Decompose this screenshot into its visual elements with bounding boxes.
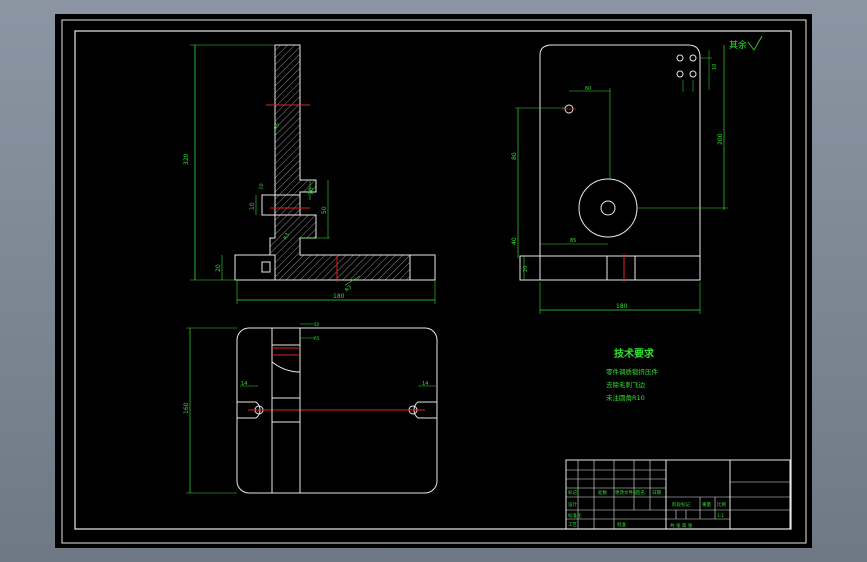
tb-label-date: 日期 [652,490,661,496]
bore-inner [600,200,616,216]
dim-right-main-label: 200 [717,133,724,145]
dim-base-label: 20 [215,264,222,272]
dim-radius2-label: R3 [283,232,292,241]
pin-hole-3 [676,70,684,78]
dim-height-label: 320 [183,153,190,165]
dim-top-small-label-2: R5 [314,336,320,341]
outer-border [61,19,807,544]
inner-border [74,30,792,530]
pin-hole-2 [689,54,697,62]
title-block: 标记 处数 更改文件号 签名 日期 设计 标准化 工艺 批准 阶段标记 重量 比… [565,459,791,530]
dim-slot-h-label: 50 [321,206,328,214]
chamfer-label: R3 [344,284,353,293]
dim-side-small: 10 [258,183,265,190]
tb-label-sign: 签名 [636,489,645,496]
tb-standard: 标准化 [568,512,582,519]
tb-stage: 阶段标记 [672,501,690,508]
dim-right-slot-label: 14 [422,381,428,387]
tech-line-3: 未注圆角R10 [606,393,645,402]
dim-left-slot-label: 14 [241,381,247,387]
dim-center-x-label: 85 [570,238,576,244]
dim-radius1-label: R5 [273,122,281,130]
side-base-notch [606,255,636,281]
dim-slot-label: 10 [249,202,256,210]
top-outline [236,327,438,494]
tb-label-count: 处数 [598,489,607,496]
dim-right-base-small: 20 [523,266,529,272]
top-center-block [271,397,301,423]
dim-right-base-label: 40 [511,237,518,245]
dim-width-label: 180 [333,293,345,300]
tb-process: 工艺 [568,522,577,528]
tb-label-change: 更改文件号 [615,489,638,496]
leader-chamfer [344,275,361,286]
pin-hole-1 [676,54,684,62]
dim-pin-label: 10 [712,64,718,70]
top-view: 160 14 14 10 R5 [183,322,438,494]
tech-requirements: 技术要求 零件调质锻挤压件 去除毛刺飞边 未注圆角R10 [606,347,659,402]
tech-line-2: 去除毛刺飞边 [606,380,646,389]
dim-side-label: 70 [308,187,315,195]
dim-right-height-label: 80 [511,152,518,160]
pin-hole-4 [689,70,697,78]
tech-line-1: 零件调质锻挤压件 [606,367,659,376]
tb-sheets: 共 张 第 张 [670,522,693,529]
dim-top-height-label: 160 [183,402,190,414]
tb-design: 设计 [568,501,577,508]
tb-weight: 重量 [702,501,711,508]
tb-scale: 比例 [717,501,726,508]
roughness-label: 其余 [729,39,747,51]
tb-approve: 批准 [617,521,626,528]
base-left [234,254,276,281]
side-outline [539,44,701,281]
top-web [271,344,301,373]
front-view: 320 180 20 10 50 70 R5 R3 10 R3 [183,44,436,304]
title-block-frame [565,459,791,530]
sheet-background [55,14,812,548]
tb-scale-value: 1:1 [717,513,724,519]
side-view: 80 40 200 60 85 180 20 10 其余 [511,35,763,314]
dim-hole-dx-label: 60 [585,86,591,92]
dim-top-small-label-1: 10 [314,322,320,327]
slot-detail [261,194,301,216]
tech-title: 技术要求 [614,347,655,360]
notch-detail [261,261,271,273]
tb-label-mark: 标记 [568,489,577,496]
roughness-icon [747,35,763,51]
base-extension [409,254,436,281]
dim-right-width-label: 180 [616,303,628,310]
